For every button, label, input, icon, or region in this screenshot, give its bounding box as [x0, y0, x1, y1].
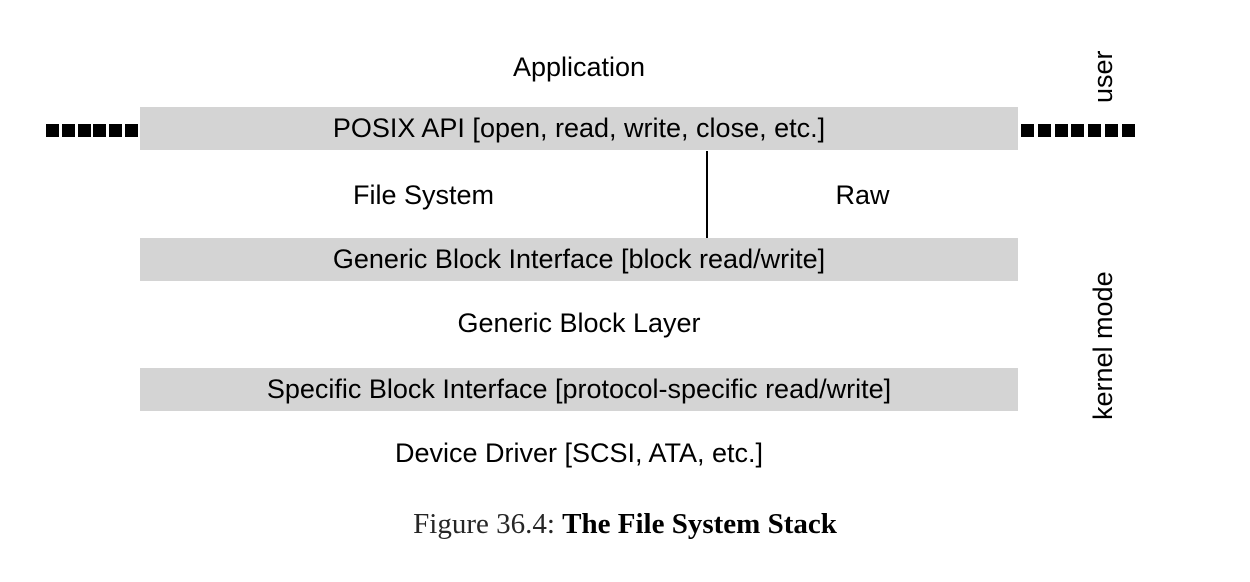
layer-application-label: Application — [512, 52, 646, 82]
dash-square — [1037, 124, 1051, 137]
side-label-kernel-mode: kernel mode — [1088, 271, 1118, 420]
vertical-connector-line — [706, 151, 708, 239]
dash-square — [77, 124, 91, 137]
layer-split-row: File System Raw — [140, 173, 1018, 217]
split-raw-label: Raw — [835, 179, 890, 210]
layer-generic-block-layer: Generic Block Layer — [140, 302, 1018, 345]
dash-square — [1105, 124, 1119, 137]
split-file-system-label: File System — [352, 179, 495, 210]
layer-device-driver: Device Driver [SCSI, ATA, etc.] — [140, 432, 1018, 475]
layer-device-driver-label: Device Driver [SCSI, ATA, etc.] — [394, 438, 764, 468]
dash-square — [1088, 124, 1102, 137]
layer-specific-block-interface-label: Specific Block Interface [protocol-speci… — [266, 374, 892, 404]
split-raw: Raw — [707, 173, 1018, 217]
layer-generic-block-layer-label: Generic Block Layer — [457, 308, 701, 338]
dash-square — [124, 124, 138, 137]
dashed-boundary-left — [46, 124, 138, 137]
side-label-user: user — [1088, 50, 1118, 103]
dash-square — [1071, 124, 1085, 137]
dash-square — [1121, 124, 1135, 137]
dash-square — [61, 124, 75, 137]
layer-posix-api-label: POSIX API [open, read, write, close, etc… — [332, 113, 826, 143]
figure-caption: Figure 36.4: The File System Stack — [0, 508, 1250, 541]
dash-square — [1054, 124, 1068, 137]
dash-square — [109, 124, 123, 137]
layer-generic-block-interface-label: Generic Block Interface [block read/writ… — [332, 244, 826, 274]
dash-square — [46, 124, 59, 137]
dashed-boundary-right — [1021, 124, 1135, 137]
figure-caption-title: The File System Stack — [562, 508, 837, 540]
layer-posix-api: POSIX API [open, read, write, close, etc… — [140, 107, 1018, 150]
layer-application: Application — [140, 46, 1018, 89]
figure-caption-number: Figure 36.4: — [413, 508, 555, 540]
layer-generic-block-interface: Generic Block Interface [block read/writ… — [140, 238, 1018, 281]
layer-specific-block-interface: Specific Block Interface [protocol-speci… — [140, 368, 1018, 411]
dash-square — [1021, 124, 1034, 137]
split-file-system: File System — [140, 173, 707, 217]
dash-square — [93, 124, 107, 137]
